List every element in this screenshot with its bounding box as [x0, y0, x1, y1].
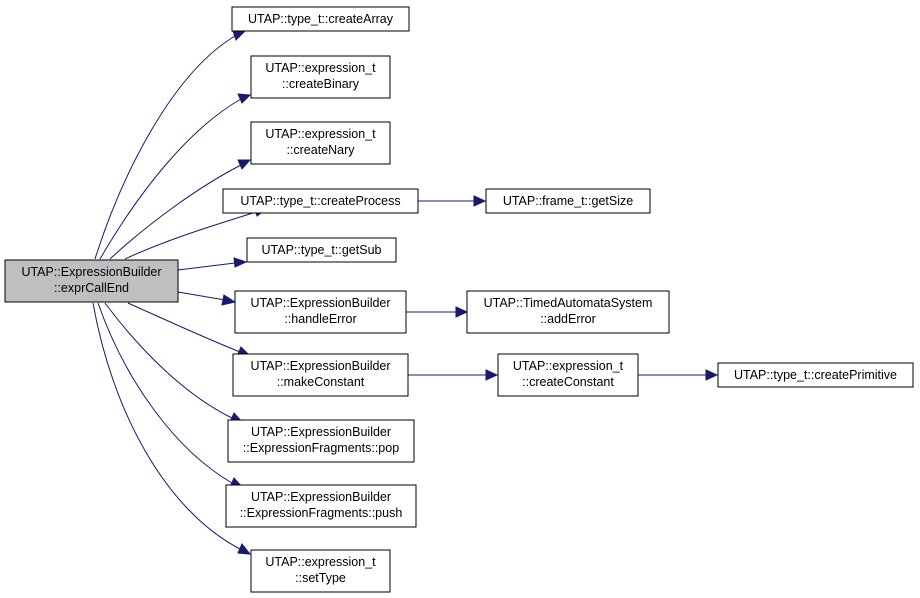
node-label-line: UTAP::ExpressionBuilder [251, 490, 391, 504]
node-label-line: UTAP::type_t::createArray [248, 12, 394, 26]
node-adderror[interactable]: UTAP::TimedAutomataSystem::addError [466, 290, 670, 334]
node-box [246, 237, 397, 263]
node-getsub[interactable]: UTAP::type_t::getSub [246, 237, 397, 263]
edge-exprcallend-pop [104, 302, 245, 424]
node-exprcallend[interactable]: UTAP::ExpressionBuilder::exprCallEnd [4, 259, 179, 303]
node-label-line: ::createConstant [522, 375, 614, 389]
node-label-line: ::exprCallEnd [54, 281, 129, 295]
node-label-line: ::setType [295, 571, 346, 585]
node-label-line: UTAP::frame_t::getSize [503, 194, 633, 208]
node-label-line: UTAP::ExpressionBuilder [250, 359, 390, 373]
node-label-line: UTAP::ExpressionBuilder [21, 265, 161, 279]
edge-exprcallend-push [97, 302, 245, 489]
node-label: UTAP::ExpressionBuilder::ExpressionFragm… [240, 490, 403, 520]
node-label-line: ::createBinary [282, 77, 360, 91]
node-label: UTAP::frame_t::getSize [503, 194, 633, 208]
edge-makeconstant-createconstant [408, 369, 499, 381]
node-box [234, 290, 407, 334]
node-label: UTAP::type_t::createPrimitive [734, 368, 897, 382]
node-label-line: UTAP::expression_t [265, 127, 376, 141]
node-label-line: ::createNary [286, 143, 355, 157]
node-push[interactable]: UTAP::ExpressionBuilder::ExpressionFragm… [225, 484, 417, 528]
node-label: UTAP::TimedAutomataSystem::addError [484, 296, 653, 326]
edge-exprcallend-createprocess [124, 206, 268, 260]
node-createbinary[interactable]: UTAP::expression_t::createBinary [250, 55, 391, 99]
node-label-line: ::handleError [284, 312, 356, 326]
node-box [250, 121, 391, 165]
node-label-line: ::ExpressionFragments::pop [243, 441, 399, 455]
edge-createprocess-getsize [418, 195, 487, 207]
node-label: UTAP::ExpressionBuilder::handleError [250, 296, 390, 326]
node-createconstant[interactable]: UTAP::expression_t::createConstant [497, 353, 639, 397]
node-label-line: UTAP::expression_t [265, 555, 376, 569]
node-box [485, 188, 651, 214]
node-settype[interactable]: UTAP::expression_t::setType [250, 549, 391, 593]
node-label-line: UTAP::expression_t [513, 359, 624, 373]
edge-exprcallend-createarray [94, 30, 247, 260]
node-handleerror[interactable]: UTAP::ExpressionBuilder::handleError [234, 290, 407, 334]
node-label: UTAP::type_t::createProcess [240, 194, 400, 208]
node-box [4, 259, 179, 303]
edge-exprcallend-createbinary [99, 93, 252, 260]
edge-exprcallend-settype [92, 302, 252, 555]
node-label-line: UTAP::type_t::createProcess [240, 194, 400, 208]
node-box [466, 290, 670, 334]
node-box [225, 484, 417, 528]
node-label-line: UTAP::type_t::createPrimitive [734, 368, 897, 382]
edge-handleerror-adderror [406, 306, 469, 318]
edge-exprcallend-getsub [177, 257, 248, 271]
node-box [232, 353, 409, 397]
node-box [717, 362, 914, 388]
node-label-line: UTAP::expression_t [265, 61, 376, 75]
node-label: UTAP::type_t::getSub [262, 243, 382, 257]
node-pop[interactable]: UTAP::ExpressionBuilder::ExpressionFragm… [227, 419, 415, 463]
edge-exprcallend-handleerror [177, 291, 237, 306]
node-box [497, 353, 639, 397]
node-label: UTAP::expression_t::createConstant [513, 359, 624, 389]
node-label-line: ::addError [540, 312, 596, 326]
node-label: UTAP::expression_t::createNary [265, 127, 376, 157]
node-createnary[interactable]: UTAP::expression_t::createNary [250, 121, 391, 165]
node-box [231, 6, 410, 32]
node-label-line: UTAP::ExpressionBuilder [251, 425, 391, 439]
node-makeconstant[interactable]: UTAP::ExpressionBuilder::makeConstant [232, 353, 409, 397]
node-label-line: UTAP::type_t::getSub [262, 243, 382, 257]
edge-createconstant-createprimitive [638, 369, 719, 381]
node-box [227, 419, 415, 463]
node-label: UTAP::ExpressionBuilder::ExpressionFragm… [243, 425, 399, 455]
node-box [250, 549, 391, 593]
edge-exprcallend-makeconstant [127, 302, 252, 357]
node-createprocess[interactable]: UTAP::type_t::createProcess [222, 188, 419, 214]
node-label: UTAP::type_t::createArray [248, 12, 394, 26]
node-label: UTAP::expression_t::setType [265, 555, 376, 585]
node-label: UTAP::expression_t::createBinary [265, 61, 376, 91]
node-label: UTAP::ExpressionBuilder::makeConstant [250, 359, 390, 389]
node-createarray[interactable]: UTAP::type_t::createArray [231, 6, 410, 32]
node-label-line: UTAP::ExpressionBuilder [250, 296, 390, 310]
node-box [250, 55, 391, 99]
edge-exprcallend-createnary [109, 159, 252, 260]
node-getsize[interactable]: UTAP::frame_t::getSize [485, 188, 651, 214]
node-label-line: UTAP::TimedAutomataSystem [484, 296, 653, 310]
node-label-line: ::makeConstant [277, 375, 365, 389]
node-createprimitive[interactable]: UTAP::type_t::createPrimitive [717, 362, 914, 388]
node-label: UTAP::ExpressionBuilder::exprCallEnd [21, 265, 161, 295]
node-box [222, 188, 419, 214]
nodes-layer: UTAP::ExpressionBuilder::exprCallEnd UTA… [4, 6, 914, 593]
node-label-line: ::ExpressionFragments::push [240, 506, 403, 520]
